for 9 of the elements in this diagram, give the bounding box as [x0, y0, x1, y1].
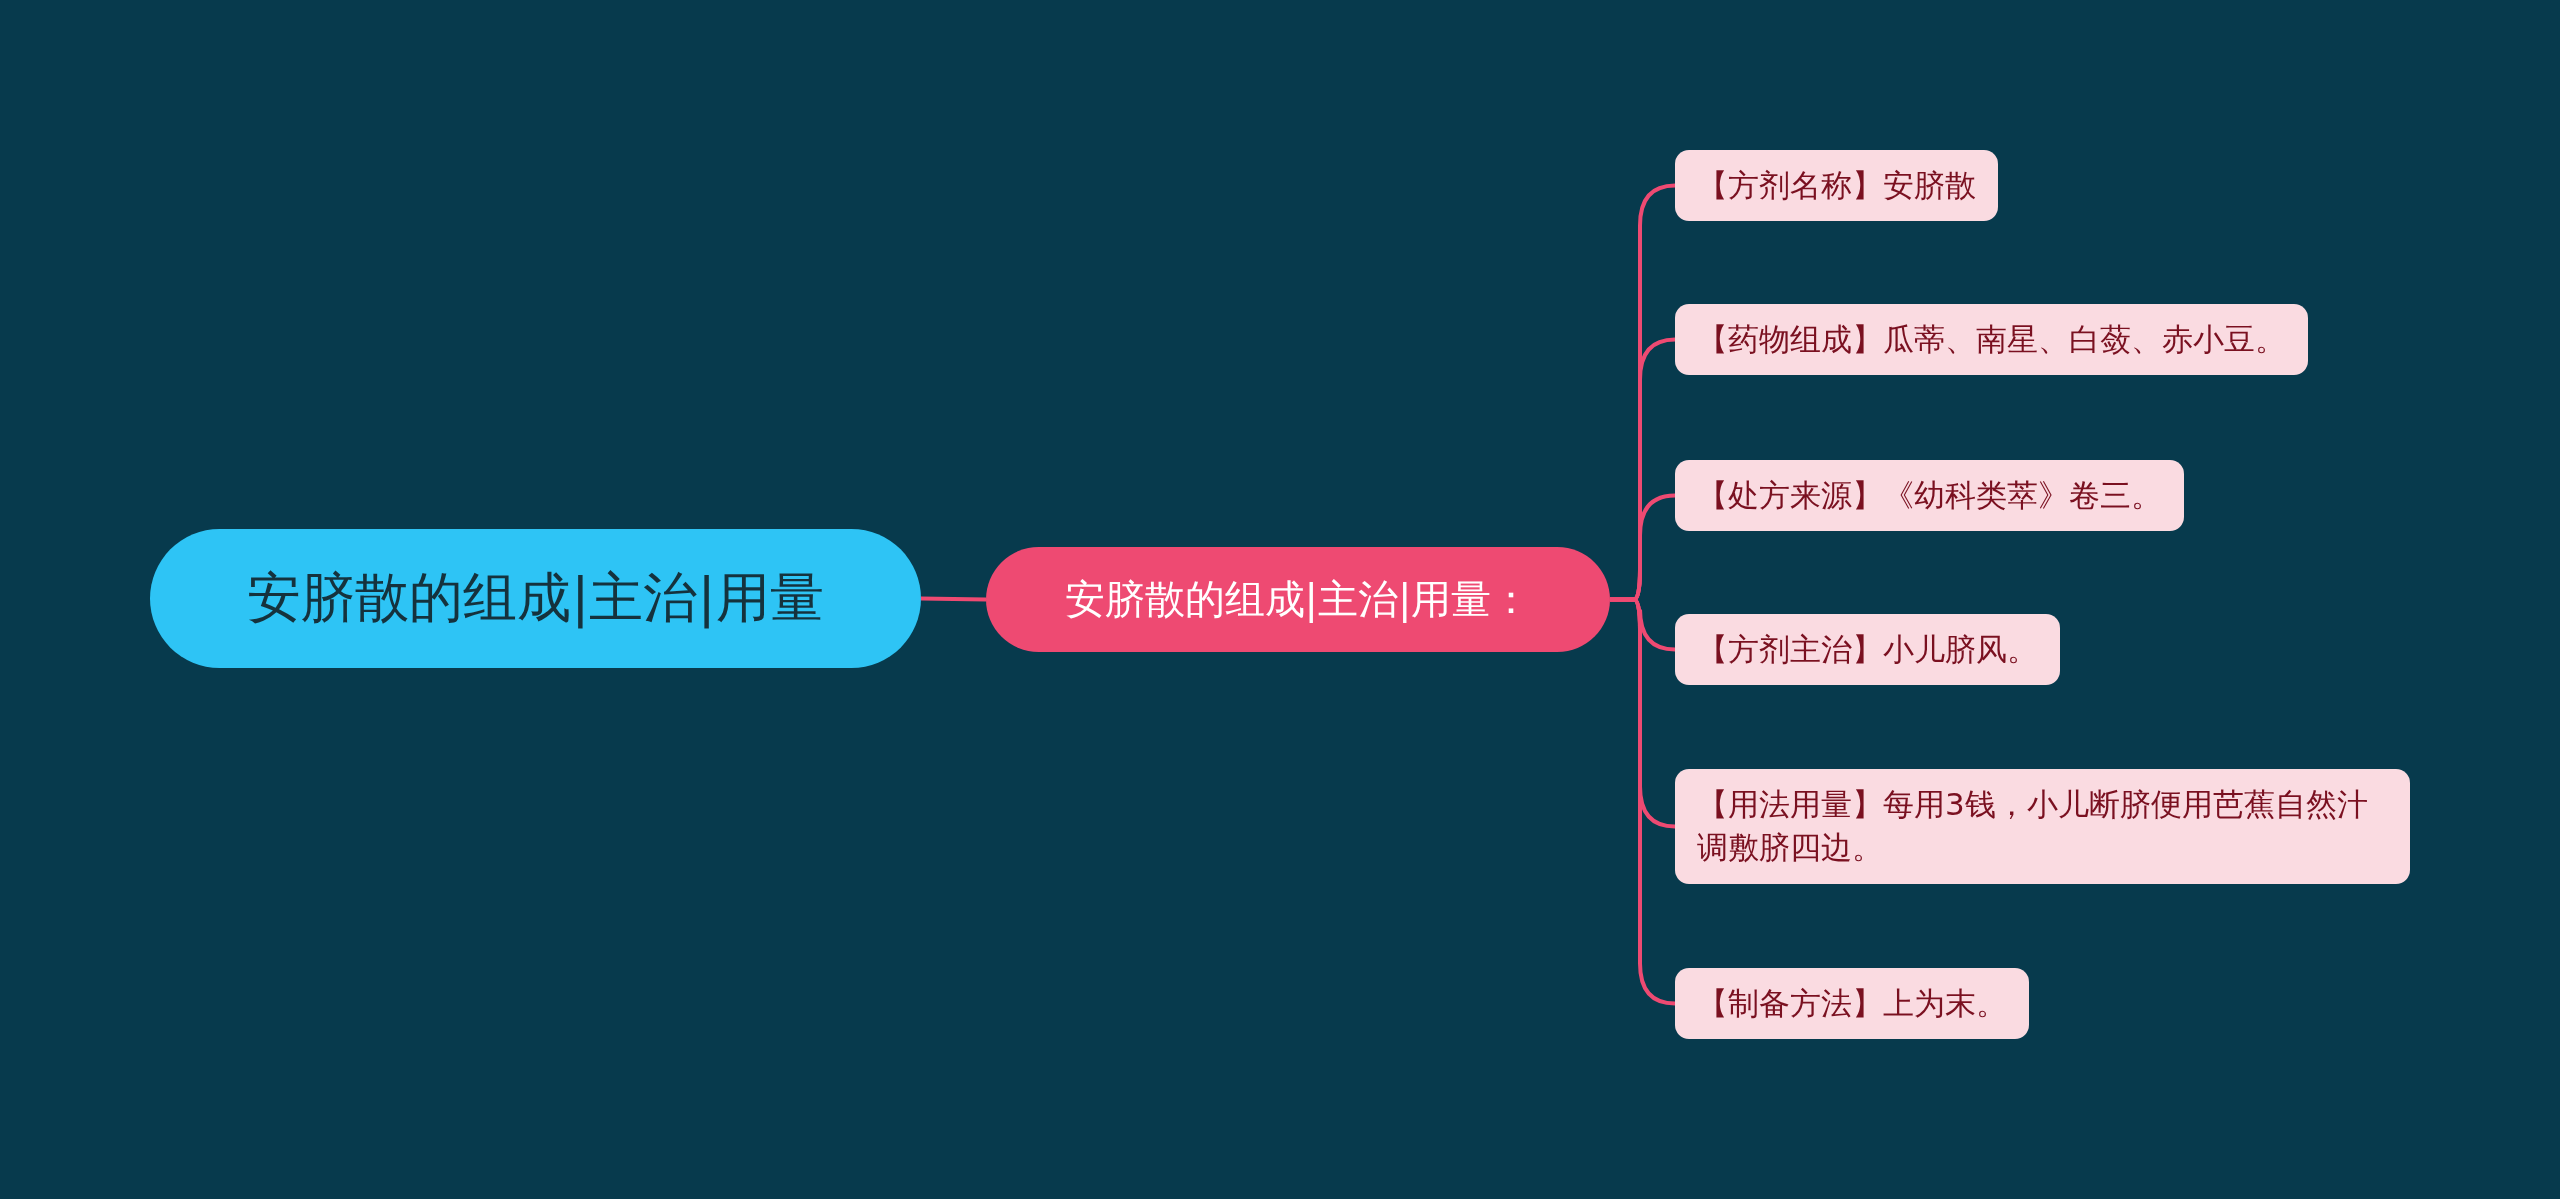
- leaf-topic-box: 【药物组成】瓜蒂、南星、白蔹、赤小豆。: [1675, 304, 2308, 376]
- leaf-topic-box: 【方剂名称】安脐散: [1675, 150, 1998, 222]
- main-topic-pill: 安脐散的组成|主治|用量：: [986, 547, 1610, 652]
- leaf-topic-box: 【方剂主治】小儿脐风。: [1675, 614, 2060, 686]
- leaf-topic-box: 【制备方法】上为末。: [1675, 968, 2029, 1040]
- root-topic-pill: 安脐散的组成|主治|用量: [150, 529, 921, 668]
- leaf-topic-box: 【用法用量】每用3钱，小儿断脐便用芭蕉自然汁调敷脐四边。: [1675, 769, 2410, 884]
- leaf-topic-box: 【处方来源】《幼科类萃》卷三。: [1675, 460, 2184, 532]
- connector-line: [920, 596, 987, 602]
